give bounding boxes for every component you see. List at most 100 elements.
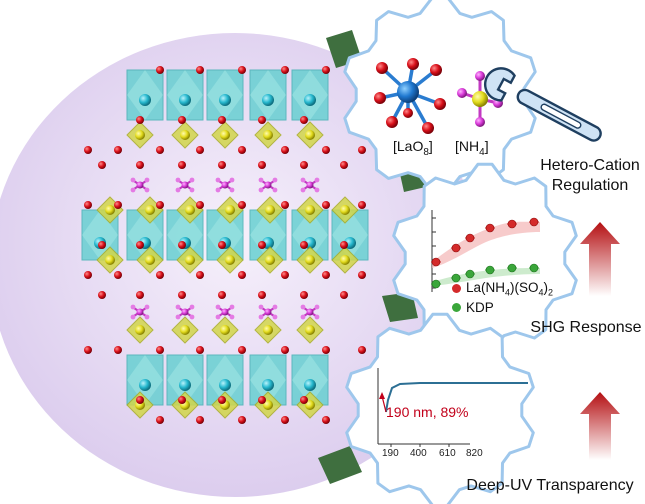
sulfur-atom bbox=[340, 205, 350, 215]
lanthanum-atom bbox=[304, 94, 316, 106]
red-data-point bbox=[465, 233, 475, 243]
oxygen-atom bbox=[238, 146, 246, 154]
lanthanum-atom bbox=[219, 94, 231, 106]
oxygen-atom bbox=[156, 346, 164, 354]
uv-transmittance-curve bbox=[385, 382, 528, 413]
oxygen-atom bbox=[196, 346, 204, 354]
hydrogen-atom bbox=[258, 304, 264, 310]
sulfur-atom bbox=[305, 255, 315, 265]
green-data-point bbox=[485, 265, 495, 275]
oxygen-atom bbox=[238, 271, 246, 279]
oxygen-atom bbox=[178, 291, 186, 299]
hydrogen-atom bbox=[300, 314, 306, 320]
oxygen-atom bbox=[196, 271, 204, 279]
legend-item-kdp: KDP bbox=[452, 300, 494, 315]
hydrogen-atom bbox=[175, 177, 181, 183]
legend-item-la-nh4-so4: La(NH4)(SO4)2 bbox=[452, 280, 553, 298]
oxygen-atom bbox=[98, 161, 106, 169]
octahedron-face bbox=[207, 210, 243, 260]
lanthanum-atom bbox=[139, 94, 151, 106]
oxygen-atom bbox=[156, 416, 164, 424]
hydrogen-atom bbox=[189, 304, 195, 310]
hydrogen-atom bbox=[130, 314, 136, 320]
nitrogen-atom bbox=[136, 181, 144, 189]
oxygen-atom bbox=[322, 201, 330, 209]
oxygen-atom bbox=[136, 116, 144, 124]
hydrogen-atom bbox=[272, 177, 278, 183]
legend-red-dot bbox=[452, 284, 461, 294]
oxygen-atom bbox=[358, 201, 366, 209]
oxygen-atom bbox=[281, 416, 289, 424]
oxygen-atom bbox=[196, 416, 204, 424]
oxygen-atom bbox=[281, 271, 289, 279]
lanthanum-atom bbox=[262, 94, 274, 106]
oxygen-atom bbox=[84, 146, 92, 154]
octahedron-face bbox=[127, 210, 163, 260]
hydrogen-atom bbox=[144, 187, 150, 193]
nitrogen-atom bbox=[221, 181, 229, 189]
oxygen-atom bbox=[358, 346, 366, 354]
oxygen-atom bbox=[156, 201, 164, 209]
hetero-cation-caption: Hetero-Cation Regulation bbox=[540, 157, 640, 194]
hydrogen-atom bbox=[314, 187, 320, 193]
hydrogen-atom bbox=[229, 177, 235, 183]
uv-cutoff-annotation: 190 nm, 89% bbox=[386, 404, 469, 420]
lanthanum-atom bbox=[179, 94, 191, 106]
oxygen-atom bbox=[156, 271, 164, 279]
sulfur-atom bbox=[225, 255, 235, 265]
oxygen-atom bbox=[281, 66, 289, 74]
oxygen-atom bbox=[98, 241, 106, 249]
sulfur-atom bbox=[340, 255, 350, 265]
oxygen-atom bbox=[84, 201, 92, 209]
oxygen-atom bbox=[114, 346, 122, 354]
sulfur-atom bbox=[305, 400, 315, 410]
oxygen-atom bbox=[114, 201, 122, 209]
oxygen-atom bbox=[322, 346, 330, 354]
red-data-point bbox=[431, 257, 441, 267]
x-tick-820: 820 bbox=[466, 448, 483, 459]
hydrogen-atom bbox=[189, 187, 195, 193]
hydrogen-atom bbox=[314, 177, 320, 183]
deep-uv-caption: Deep-UV Transparency bbox=[466, 477, 634, 494]
oxygen-atom bbox=[114, 271, 122, 279]
nitrogen-atom bbox=[306, 181, 314, 189]
red-data-point bbox=[485, 223, 495, 233]
oxygen-atom bbox=[136, 161, 144, 169]
hydrogen-atom bbox=[175, 187, 181, 193]
oxygen-atom bbox=[178, 396, 186, 404]
oxygen-atom bbox=[258, 241, 266, 249]
nitrogen-atom bbox=[221, 308, 229, 316]
sulfur-atom bbox=[305, 205, 315, 215]
oxygen-atom bbox=[136, 241, 144, 249]
hydrogen-atom bbox=[300, 177, 306, 183]
oxygen-atom bbox=[322, 271, 330, 279]
hydrogen-atom bbox=[300, 187, 306, 193]
shg-response-caption: SHG Response bbox=[530, 319, 642, 336]
x-tick-610: 610 bbox=[439, 448, 456, 459]
oxygen-atom bbox=[98, 291, 106, 299]
nitrogen-atom bbox=[181, 308, 189, 316]
hydrogen-atom bbox=[215, 187, 221, 193]
oxygen-atom bbox=[322, 66, 330, 74]
oxygen-atom bbox=[300, 291, 308, 299]
nitrogen-atom bbox=[181, 181, 189, 189]
sulfur-atom bbox=[135, 325, 145, 335]
gear-middle bbox=[392, 162, 578, 354]
hydrogen-atom bbox=[189, 314, 195, 320]
oxygen-atom bbox=[340, 161, 348, 169]
green-data-point bbox=[465, 269, 475, 279]
crystal-structure bbox=[81, 66, 369, 424]
sulfur-atom bbox=[185, 205, 195, 215]
hydrogen-atom bbox=[229, 187, 235, 193]
nh4-tetrahedron bbox=[457, 71, 503, 127]
nitrogen-atom bbox=[264, 308, 272, 316]
nitrogen-atom bbox=[136, 308, 144, 316]
red-data-point bbox=[451, 243, 461, 253]
hydrogen-atom bbox=[215, 314, 221, 320]
series-green-points bbox=[431, 263, 539, 289]
oxygen-atom bbox=[114, 146, 122, 154]
legend-green-dot bbox=[452, 303, 461, 312]
oxygen-atom bbox=[218, 116, 226, 124]
sulfur-atom bbox=[185, 255, 195, 265]
oxygen-atom bbox=[258, 396, 266, 404]
